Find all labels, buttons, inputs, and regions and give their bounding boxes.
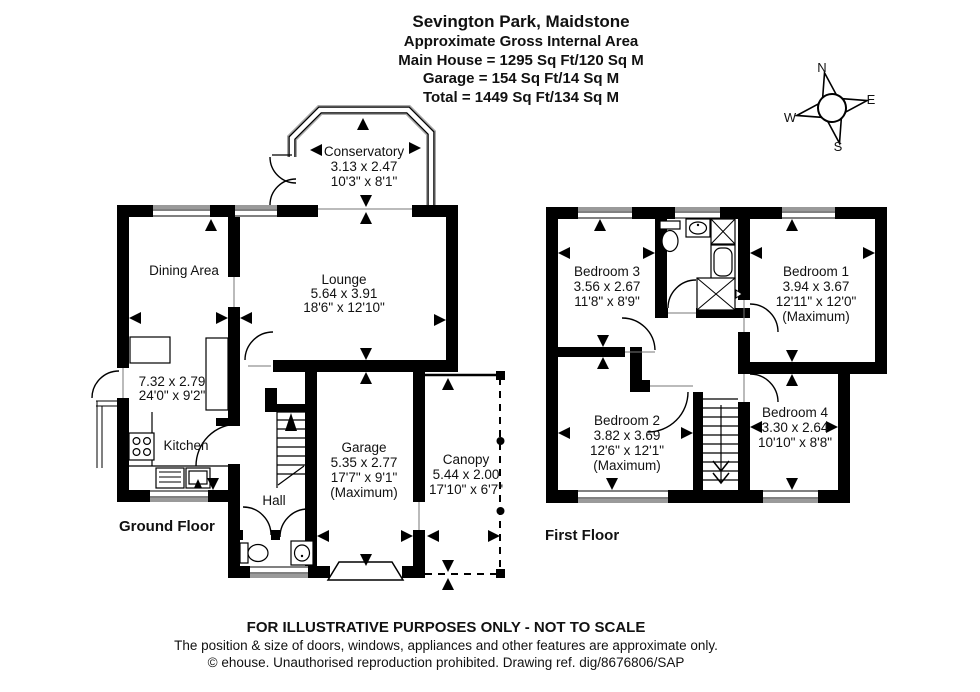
compass-north-label: N: [817, 60, 826, 75]
room-note-bedroom2: (Maximum): [593, 458, 661, 473]
area-total: Total = 1449 Sq Ft/134 Sq M: [423, 89, 619, 106]
footer-line3: © ehouse. Unauthorised reproduction proh…: [208, 655, 685, 670]
conservatory-walls: [269, 105, 436, 210]
toilet-icon: [659, 220, 681, 253]
ground-floor-walls: [117, 205, 458, 578]
ground-floor-windows: [150, 205, 308, 578]
airing-cupboard-icon: [696, 277, 743, 311]
room-label-hall: Hall: [262, 493, 285, 508]
room-imperial-bedroom4: 10'10" x 8'8": [758, 435, 832, 450]
compass-west-label: W: [784, 110, 797, 125]
page-title: Sevington Park, Maidstone: [412, 12, 629, 31]
bath-icon: [710, 244, 736, 280]
room-note-garage: (Maximum): [330, 485, 398, 500]
washbasin-icon: [685, 218, 711, 238]
room-label-bedroom3: Bedroom 3: [574, 264, 640, 279]
room-label-dining: Dining Area: [149, 263, 219, 278]
ground-floor-label: Ground Floor: [119, 518, 215, 535]
sink-unit-icon: [155, 467, 211, 489]
footer-line1: FOR ILLUSTRATIVE PURPOSES ONLY - NOT TO …: [247, 619, 646, 636]
room-imperial-garage: 17'7" x 9'1": [331, 470, 398, 485]
toilet-icon: [239, 542, 269, 564]
ground-floor-doors: [91, 277, 420, 538]
room-metric-kitchen-dining: 7.32 x 2.79: [139, 374, 206, 389]
room-label-garage: Garage: [341, 440, 386, 455]
ground-floor-dim-arrows: [129, 118, 500, 590]
room-metric-bedroom3: 3.56 x 2.67: [574, 279, 641, 294]
bathroom-fixtures: [659, 218, 743, 311]
compass-rose-icon: N E W S: [784, 60, 876, 154]
room-metric-conservatory: 3.13 x 2.47: [331, 159, 398, 174]
canopy-outline: [425, 371, 505, 578]
footer-disclaimer: FOR ILLUSTRATIVE PURPOSES ONLY - NOT TO …: [174, 619, 718, 670]
compass-east-label: E: [867, 92, 876, 107]
garage-door-icon: [326, 561, 405, 581]
room-metric-garage: 5.35 x 2.77: [331, 455, 398, 470]
first-floor-walls: [546, 207, 887, 503]
room-label-bedroom2: Bedroom 2: [594, 413, 660, 428]
hob-icon: [128, 432, 155, 461]
room-metric-bedroom4: 3.30 x 2.64: [762, 420, 829, 435]
title-block: Sevington Park, Maidstone Approximate Gr…: [398, 12, 644, 106]
area-garage: Garage = 154 Sq Ft/14 Sq M: [423, 70, 619, 87]
staircase-first: [703, 398, 738, 485]
room-label-kitchen: Kitchen: [163, 438, 208, 453]
kitchen-units: [128, 336, 231, 490]
room-label-bedroom1: Bedroom 1: [783, 264, 849, 279]
room-metric-bedroom1: 3.94 x 3.67: [783, 279, 850, 294]
room-imperial-bedroom3: 11'8" x 8'9": [574, 294, 640, 309]
room-label-conservatory: Conservatory: [324, 144, 405, 159]
first-floor-label: First Floor: [545, 527, 619, 544]
room-note-bedroom1: (Maximum): [782, 309, 850, 324]
shower-cupboard-icon: [710, 218, 736, 245]
area-main-house: Main House = 1295 Sq Ft/120 Sq M: [398, 52, 644, 69]
ground-floor-plan: Conservatory 3.13 x 2.47 10'3" x 8'1" Di…: [91, 105, 505, 590]
compass-south-label: S: [834, 139, 843, 154]
staircase-ground: [276, 411, 305, 488]
room-imperial-bedroom1: 12'11" x 12'0": [776, 294, 857, 309]
room-imperial-kitchen-dining: 24'0" x 9'2": [139, 388, 206, 403]
first-floor-dim-arrows: [558, 219, 875, 490]
stairs-down-arrow-icon: [712, 460, 730, 473]
first-floor-windows: [578, 207, 835, 503]
room-label-lounge: Lounge: [321, 272, 366, 287]
room-label-canopy: Canopy: [443, 452, 490, 467]
room-metric-lounge: 5.64 x 3.91: [311, 286, 378, 301]
room-imperial-bedroom2: 12'6" x 12'1": [590, 443, 664, 458]
stairs-up-arrow-icon: [285, 413, 297, 431]
porch-outline: [96, 400, 117, 468]
first-floor-doors: [621, 279, 779, 433]
room-imperial-canopy: 17'10" x 6'7": [429, 482, 503, 497]
wc-fixtures: [239, 540, 314, 566]
room-label-bedroom4: Bedroom 4: [762, 405, 829, 420]
room-imperial-lounge: 18'6" x 12'10": [303, 300, 385, 315]
footer-line2: The position & size of doors, windows, a…: [174, 638, 718, 653]
room-metric-bedroom2: 3.82 x 3.69: [594, 428, 661, 443]
room-imperial-conservatory: 10'3" x 8'1": [331, 174, 398, 189]
room-metric-canopy: 5.44 x 2.00: [433, 467, 500, 482]
subtitle: Approximate Gross Internal Area: [404, 33, 639, 50]
washbasin-icon: [290, 540, 314, 566]
first-floor-plan: Bedroom 3 3.56 x 2.67 11'8" x 8'9" Bedro…: [545, 207, 887, 544]
